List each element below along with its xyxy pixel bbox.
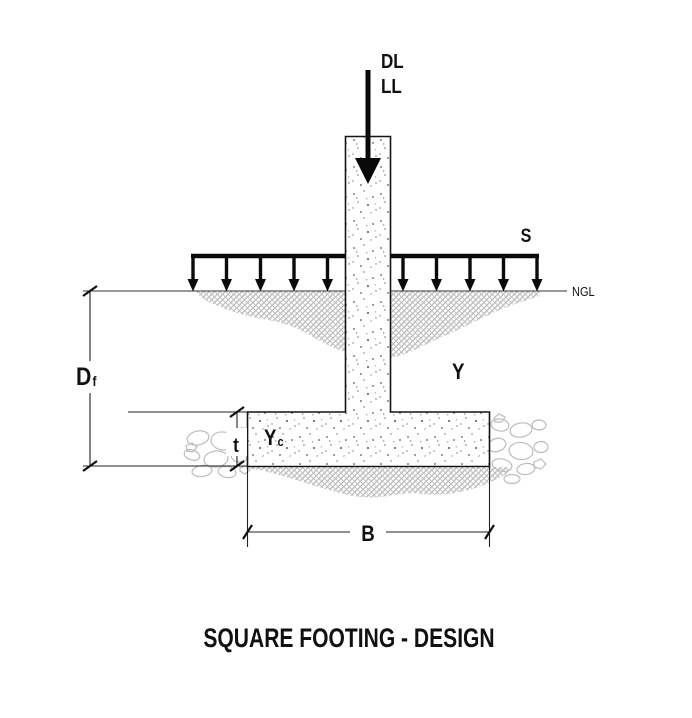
b-dimension-label-group: B: [361, 523, 375, 547]
df-dimension-subscript: f: [93, 373, 98, 389]
footing-concrete-texture: [246, 135, 491, 468]
dimension-tick-marks: [82, 285, 495, 540]
df-dimension-label-group: D f: [76, 362, 97, 390]
df-dimension-label: D: [76, 362, 91, 390]
gamma-concrete-label-group: Y c: [264, 427, 284, 451]
load-label-dl: DL: [381, 50, 404, 73]
ngl-label: NGL: [572, 285, 595, 299]
load-label-ll: LL: [381, 75, 402, 98]
surcharge-load-left: [187, 253, 346, 292]
diagram-title-group: SQUARE FOOTING - DESIGN: [203, 624, 494, 654]
gamma-concrete-subscript: c: [278, 434, 284, 449]
surcharge-label: S: [521, 225, 532, 247]
gamma-soil-label: Y: [452, 361, 465, 385]
t-dimension-label-group: t: [233, 434, 239, 457]
gamma-concrete-label: Y: [264, 427, 277, 451]
live-load-label: LL: [381, 75, 402, 98]
axial-load-arrow: [355, 70, 381, 184]
soil-hatch-left: [197, 291, 346, 352]
dimension-label-backgrounds: [72, 361, 386, 545]
t-dimension-label: t: [233, 434, 239, 457]
surcharge-label-group: S: [521, 225, 532, 247]
gamma-soil-label-group: Y: [452, 361, 465, 385]
page-title: SQUARE FOOTING - DESIGN: [203, 624, 494, 654]
b-dimension-label: B: [361, 523, 375, 547]
rubble-stones-right: [487, 413, 549, 485]
ngl-label-group: NGL: [572, 285, 595, 299]
soil-hatch-below-footing: [215, 467, 510, 498]
surcharge-load-right: [390, 253, 543, 292]
soil-hatch-right: [390, 291, 540, 358]
column-and-footing: [246, 135, 491, 468]
dead-load-label: DL: [381, 50, 404, 73]
